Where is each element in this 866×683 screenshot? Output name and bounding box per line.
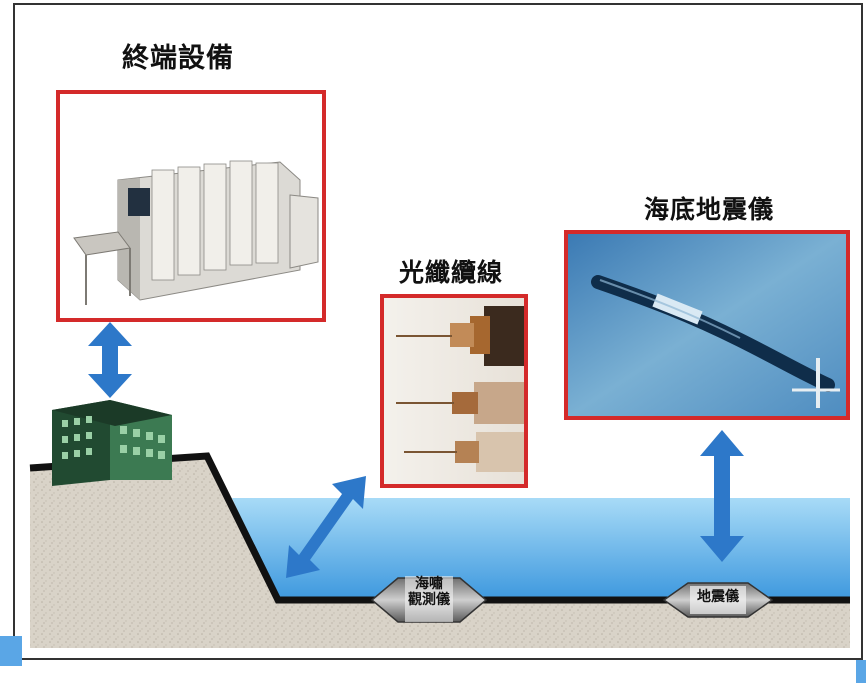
terminal-equipment-photo — [56, 90, 326, 322]
corner-accent-right — [856, 660, 866, 683]
arrow-cable-photo — [286, 476, 366, 578]
seismometer-pod — [662, 582, 774, 618]
cable-cross-section-icon — [396, 306, 524, 472]
fiber-cable-label: 光纖纜線 — [399, 258, 504, 287]
seismometer-photo — [564, 230, 850, 420]
server-rack-icon — [73, 160, 319, 305]
corner-accent — [0, 636, 22, 666]
terminal-equipment-label: 終端設備 — [122, 43, 234, 74]
fiber-cable-photo — [380, 294, 528, 488]
tsunami-meter-node-label: 海嘯 觀測儀 — [407, 576, 451, 608]
tsunami-meter-line1: 海嘯 — [415, 576, 443, 592]
sea — [232, 498, 850, 600]
seismometer-label: 海底地震儀 — [644, 195, 775, 224]
tsunami-meter-pod — [370, 576, 488, 623]
tsunami-meter-line2: 觀測儀 — [408, 592, 450, 608]
arrow-terminal-building — [88, 322, 132, 398]
seismometer-node-label: 地震儀 — [697, 589, 739, 605]
station-building-icon — [52, 400, 172, 486]
arrows — [88, 322, 744, 578]
arrow-seismometer — [700, 430, 744, 562]
